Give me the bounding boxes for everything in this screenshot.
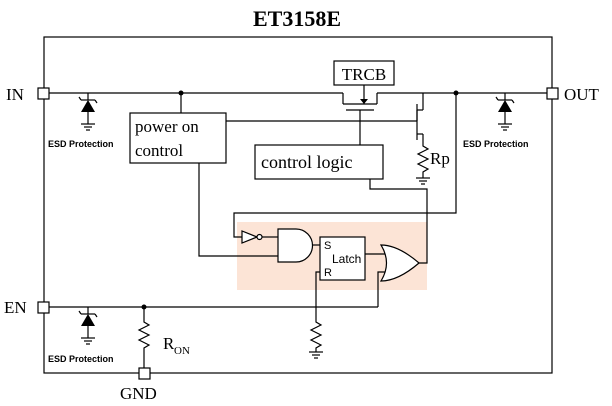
power-on-control-label: power on xyxy=(135,117,199,136)
ground-symbol xyxy=(309,351,323,359)
wire-power-on-to-and xyxy=(198,163,278,257)
inverter-gate xyxy=(241,230,278,244)
in-pin-label: IN xyxy=(6,85,24,104)
latch-label: Latch xyxy=(332,252,361,266)
wire-out-feedback xyxy=(233,93,457,238)
rp-resistor xyxy=(416,143,430,176)
chip-title: ET3158E xyxy=(253,6,341,31)
chip-outline xyxy=(43,36,553,374)
trcb-label: TRCB xyxy=(342,65,386,84)
control-logic-label: control logic xyxy=(261,152,352,172)
gnd-pin-label: GND xyxy=(120,384,157,403)
esd-out-label: ESD Protection xyxy=(463,139,529,149)
esd-en-label: ESD Protection xyxy=(48,354,114,364)
latch-set-label: S xyxy=(324,240,331,252)
ron-subscript: ON xyxy=(174,345,190,357)
ground-symbol xyxy=(416,176,430,185)
pulldown-mosfet xyxy=(416,93,424,143)
power-switch-mosfet xyxy=(342,85,378,150)
power-on-control-block xyxy=(129,112,227,164)
rp-label: Rp xyxy=(430,149,450,168)
esd-diode-out xyxy=(495,93,515,131)
and-gate xyxy=(277,228,314,263)
esd-diode-en xyxy=(78,307,98,345)
wire-logic-to-or xyxy=(369,179,428,264)
latch-reset-label: R xyxy=(324,267,332,279)
out-pin xyxy=(546,87,559,100)
gnd-pin xyxy=(138,367,151,380)
en-pin xyxy=(37,301,50,314)
wire-reset-input xyxy=(315,271,320,320)
latch-block xyxy=(319,236,366,281)
ron-label: R xyxy=(163,334,175,353)
in-pin xyxy=(37,87,50,100)
esd-diode-in xyxy=(78,93,98,131)
wire-or-feedback xyxy=(377,271,385,300)
esd-in-label: ESD Protection xyxy=(48,139,114,149)
or-gate xyxy=(379,244,420,282)
ron-resistor xyxy=(137,307,151,368)
reset-resistor xyxy=(309,320,323,352)
power-on-control-label-2: control xyxy=(135,141,183,160)
control-logic-block xyxy=(254,144,384,180)
out-pin-label: OUT xyxy=(564,85,600,104)
en-pin-label: EN xyxy=(4,298,27,317)
